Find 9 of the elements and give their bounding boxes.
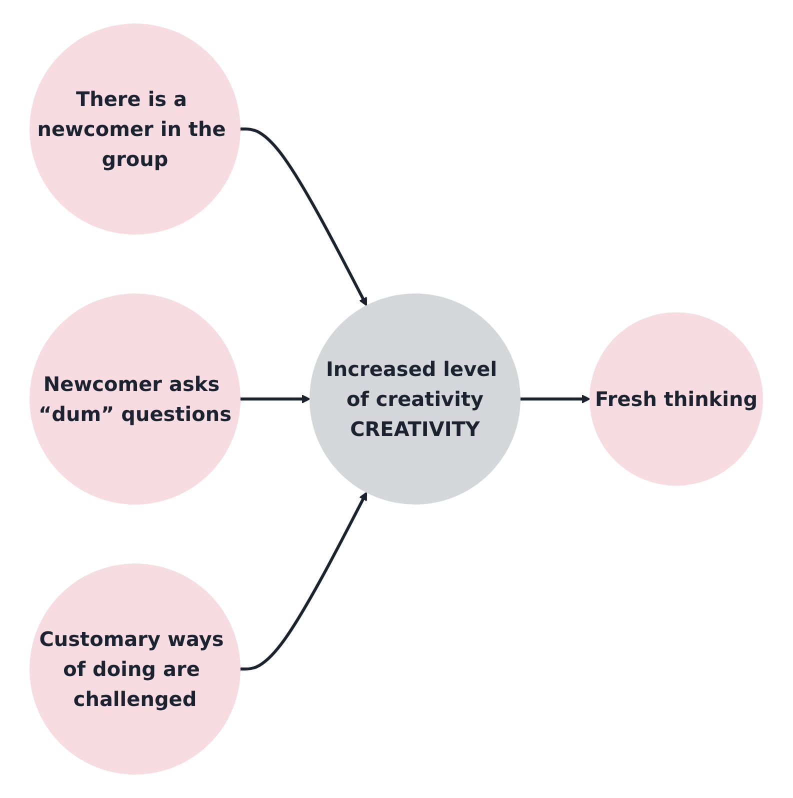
arrow <box>520 394 591 404</box>
node-circle: Newcomer asks “dum” questions <box>30 294 241 504</box>
node-circle: Fresh thinking <box>590 312 764 486</box>
arrow <box>240 128 368 306</box>
node-circle: Customary ways of doing are challenged <box>30 564 241 774</box>
node-circle: There is a newcomer in the group <box>30 24 241 234</box>
node-circle: Increased level of creativity CREATIVITY <box>310 294 521 504</box>
arrow <box>240 492 368 670</box>
arrow <box>240 394 311 404</box>
